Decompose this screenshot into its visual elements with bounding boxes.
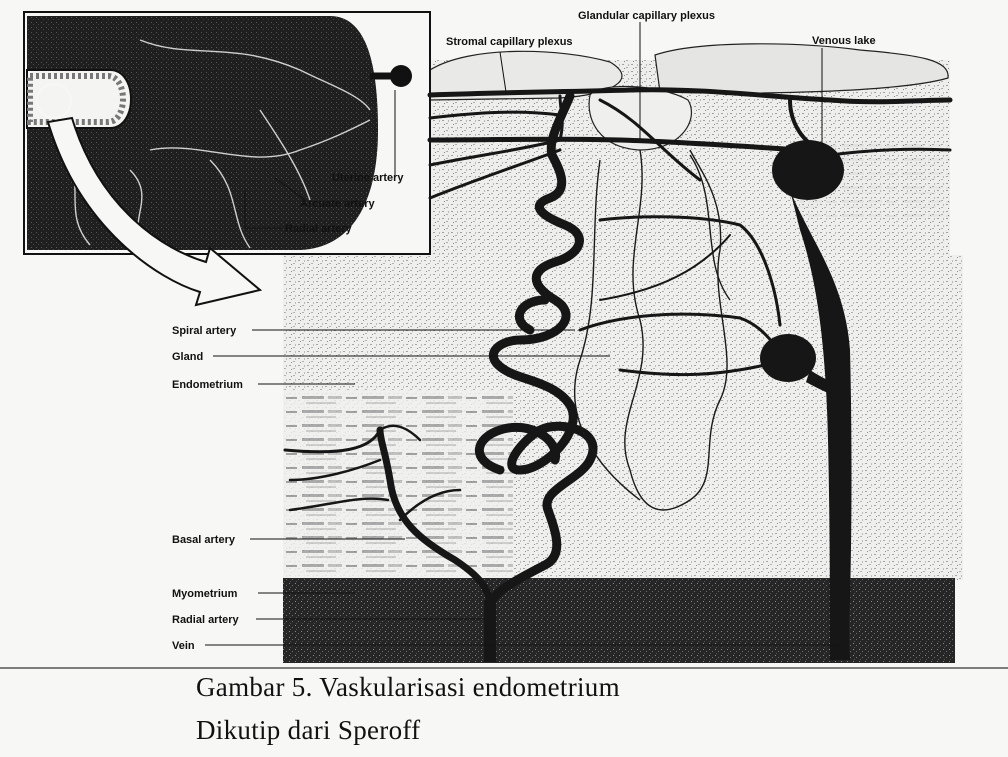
label-gland: Gland	[172, 351, 203, 363]
uterine-artery-marker	[390, 65, 412, 87]
venous-lake	[772, 140, 844, 200]
label-stromal-capillary-plexus: Stromal capillary plexus	[446, 36, 573, 48]
label-arcuate-artery: Arcuate artery	[300, 198, 375, 210]
label-vein: Vein	[172, 640, 195, 652]
label-spiral-artery: Spiral artery	[172, 325, 237, 337]
myometrium-layer	[283, 578, 955, 663]
figure-caption: Gambar 5. Vaskularisasi endometrium	[196, 672, 620, 703]
label-basal-artery: Basal artery	[172, 534, 236, 546]
label-endometrium: Endometrium	[172, 379, 243, 391]
label-glandular-capillary-plexus: Glandular capillary plexus	[578, 10, 715, 22]
label-radial-artery: Radial artery	[172, 614, 240, 626]
label-venous-lake: Venous lake	[812, 35, 876, 47]
figure-source: Dikutip dari Speroff	[196, 715, 420, 746]
venous-lake-lower	[760, 334, 816, 382]
uterus-inset	[24, 12, 430, 254]
label-uterine-artery: Uterine artery	[332, 172, 404, 184]
label-radial-artery-inset: Radial artery	[285, 223, 353, 235]
label-myometrium: Myometrium	[172, 588, 238, 600]
